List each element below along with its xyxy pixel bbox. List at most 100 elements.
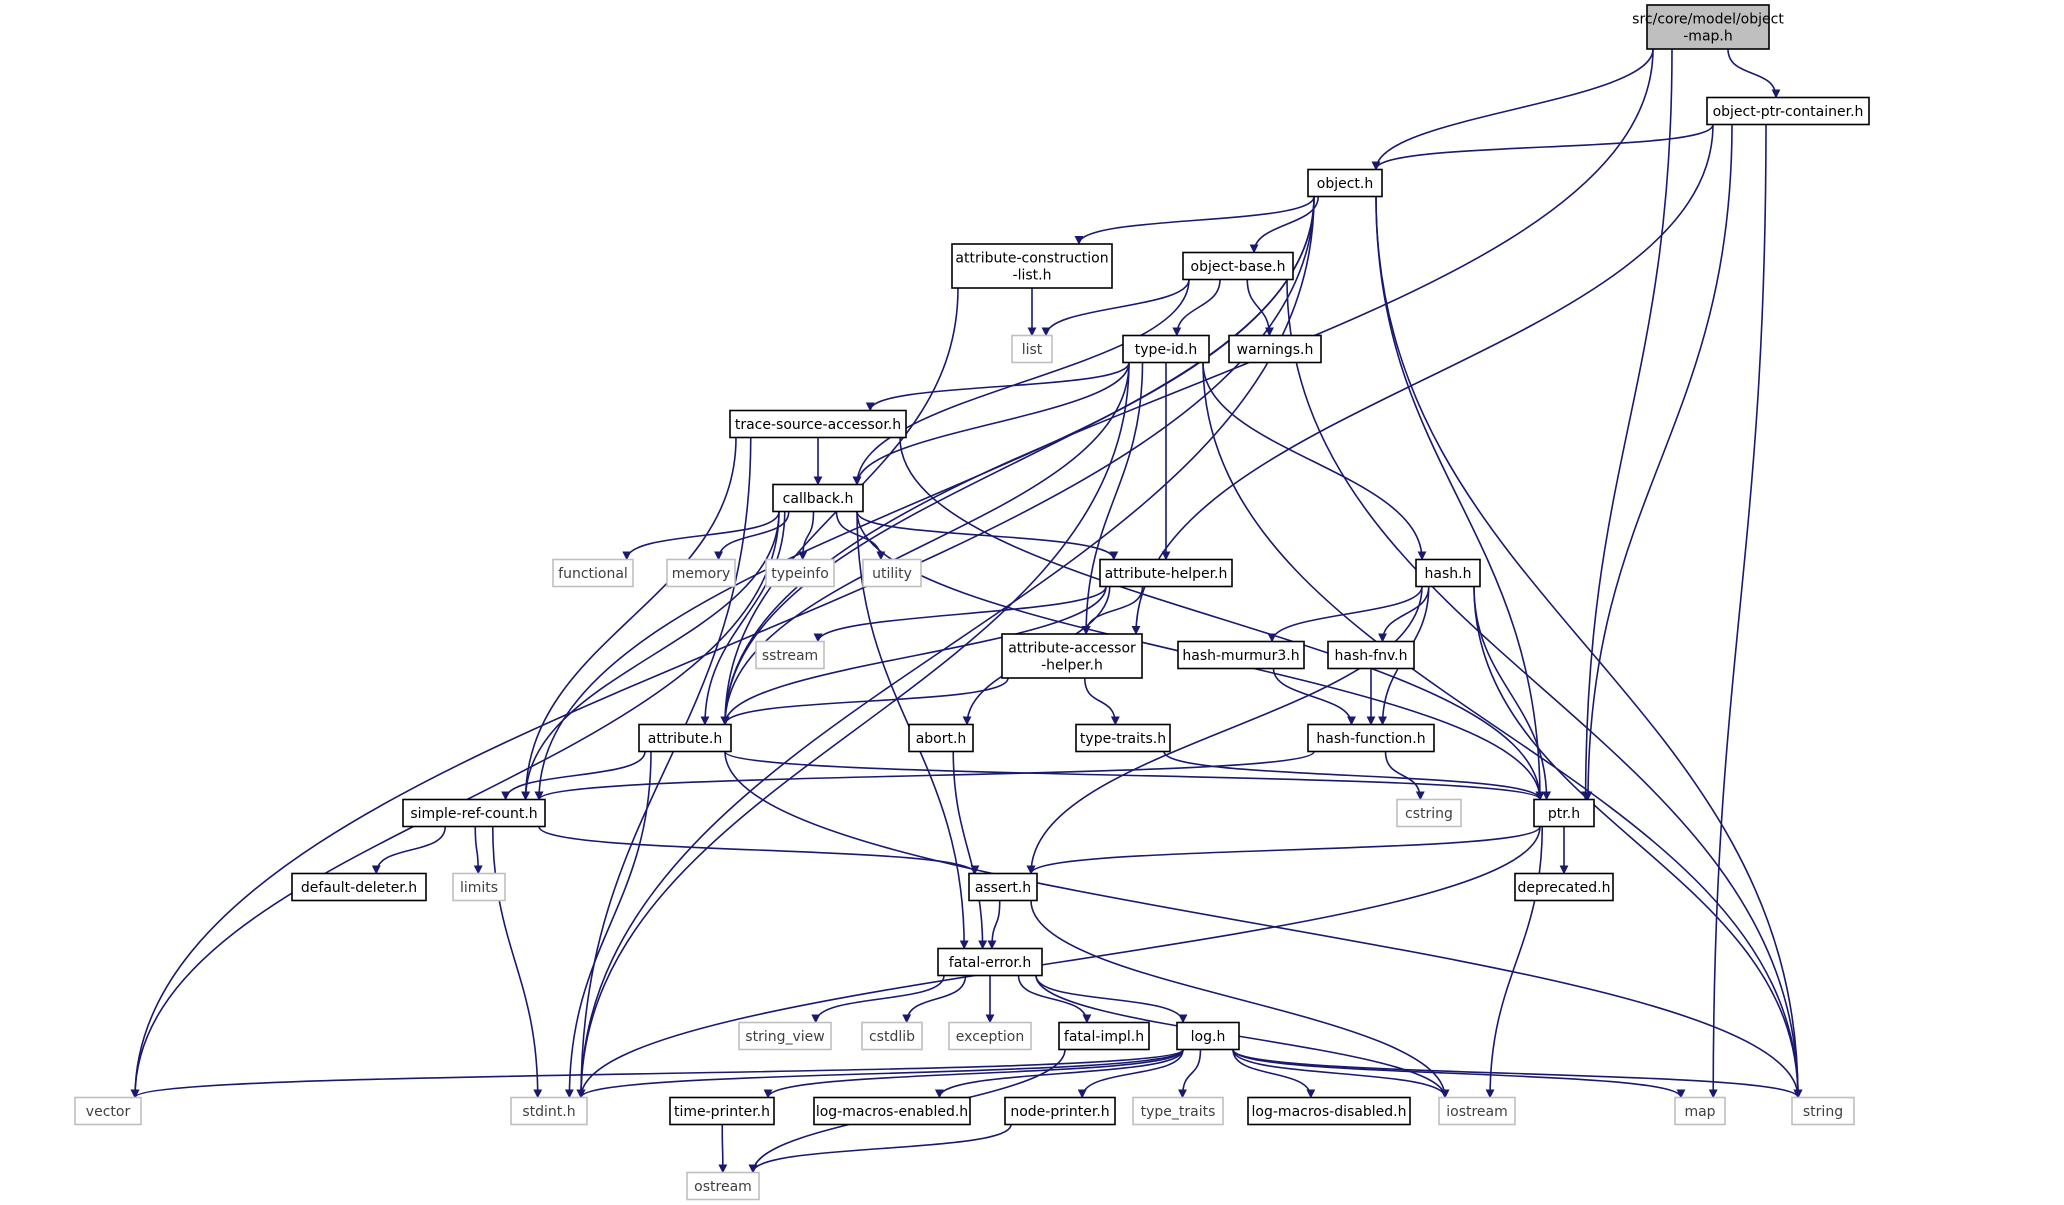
- include-edge: [899, 437, 1545, 801]
- header-node-assert[interactable]: assert.h: [968, 872, 1038, 902]
- node-label: map: [1684, 1104, 1715, 1120]
- include-edge: [622, 511, 780, 561]
- include-edge: [987, 900, 1001, 950]
- include-edge: [1378, 586, 1430, 643]
- header-node-ptr[interactable]: ptr.h: [1533, 798, 1595, 828]
- include-edge: [1473, 586, 1552, 801]
- header-node-trace-source-accessor[interactable]: trace-source-accessor.h: [729, 409, 907, 439]
- include-edge: [1267, 586, 1423, 643]
- include-edge: [724, 750, 1545, 801]
- node-label: assert.h: [975, 880, 1031, 896]
- include-edge: [538, 826, 980, 875]
- header-node-simple-ref-count[interactable]: simple-ref-count.h: [402, 798, 546, 828]
- include-edge: [902, 975, 967, 1024]
- node-box: [1177, 640, 1305, 670]
- node-label: cstring: [1405, 806, 1453, 822]
- header-node-object[interactable]: object.h: [1307, 168, 1383, 198]
- include-edge: [576, 437, 752, 1099]
- header-node-attribute-accessor-helper[interactable]: attribute-accessor-helper.h: [1001, 633, 1143, 679]
- node-label: hash.h: [1425, 566, 1472, 582]
- include-edge: [1286, 279, 1803, 1099]
- include-edge: [1473, 586, 1803, 1099]
- include-edge: [1375, 196, 1803, 1099]
- node-box: [1415, 558, 1481, 588]
- node-box: [74, 1096, 142, 1126]
- header-node-warnings[interactable]: warnings.h: [1228, 334, 1322, 364]
- node-label: cstdlib: [869, 1029, 915, 1045]
- header-node-default-deleter[interactable]: default-deleter.h: [291, 872, 427, 902]
- include-edge: [130, 1048, 1184, 1099]
- node-box: [862, 558, 922, 588]
- header-node-hash[interactable]: hash.h: [1415, 558, 1481, 588]
- header-node-string: string: [1791, 1096, 1855, 1126]
- include-edge: [1708, 124, 1767, 1099]
- node-box: [291, 872, 427, 902]
- include-edge: [1081, 586, 1144, 635]
- header-node-callback[interactable]: callback.h: [772, 483, 864, 513]
- header-node-object-map[interactable]: src/core/model/object-map.h: [1632, 4, 1784, 50]
- header-node-deprecated[interactable]: deprecated.h: [1514, 872, 1614, 902]
- header-node-object-base[interactable]: object-base.h: [1182, 251, 1294, 281]
- node-box: [729, 409, 907, 439]
- node-box: [452, 872, 506, 902]
- header-node-memory: memory: [666, 558, 736, 588]
- node-box: [948, 1021, 1032, 1051]
- node-label: attribute-helper.h: [1105, 566, 1228, 582]
- include-edge: [473, 826, 483, 875]
- header-node-ostream: ostream: [686, 1171, 760, 1201]
- node-label: string_view: [745, 1029, 824, 1045]
- node-label: -map.h: [1683, 29, 1732, 45]
- header-node-object-ptr-container[interactable]: object-ptr-container.h: [1706, 96, 1870, 126]
- node-label: default-deleter.h: [301, 880, 417, 896]
- include-edge: [1246, 279, 1274, 337]
- header-node-log[interactable]: log.h: [1176, 1021, 1240, 1051]
- include-edge: [720, 677, 1009, 726]
- include-edge: [720, 586, 1107, 726]
- include-edge: [865, 362, 1130, 412]
- include-edge: [813, 586, 1107, 643]
- node-box: [1182, 251, 1294, 281]
- node-label: fatal-error.h: [949, 955, 1031, 971]
- node-label: object-base.h: [1191, 259, 1286, 275]
- header-node-fatal-impl[interactable]: fatal-impl.h: [1058, 1021, 1150, 1051]
- include-edge: [720, 362, 1130, 726]
- include-edge: [1041, 279, 1190, 337]
- header-node-hash-fnv[interactable]: hash-fnv.h: [1327, 640, 1415, 670]
- header-node-log-macros-disabled[interactable]: log-macros-disabled.h: [1247, 1096, 1411, 1126]
- include-edge: [1083, 677, 1120, 726]
- node-box: [552, 558, 634, 588]
- include-edge: [1026, 826, 1541, 875]
- header-node-abort[interactable]: abort.h: [908, 723, 974, 753]
- include-edge: [1178, 1049, 1202, 1099]
- header-node-fatal-error[interactable]: fatal-error.h: [937, 947, 1043, 977]
- header-node-attribute-construction-list[interactable]: attribute-construction-list.h: [951, 243, 1113, 289]
- header-node-sstream: sstream: [755, 640, 825, 670]
- header-node-log-macros-enabled[interactable]: log-macros-enabled.h: [813, 1096, 971, 1126]
- header-node-vector: vector: [74, 1096, 142, 1126]
- header-node-node-printer[interactable]: node-printer.h: [1004, 1096, 1116, 1126]
- header-node-attribute[interactable]: attribute.h: [638, 723, 732, 753]
- include-edge: [1035, 975, 1450, 1099]
- header-node-type-id[interactable]: type-id.h: [1122, 334, 1210, 364]
- header-node-attribute-helper[interactable]: attribute-helper.h: [1099, 558, 1233, 588]
- header-node-type-traits-h[interactable]: type-traits.h: [1075, 723, 1171, 753]
- header-node-hash-murmur3[interactable]: hash-murmur3.h: [1177, 640, 1305, 670]
- include-edge: [1581, 48, 1673, 801]
- node-label: log.h: [1191, 1029, 1226, 1045]
- node-box: [1075, 723, 1171, 753]
- include-edge: [1081, 362, 1144, 635]
- include-edge: [1026, 586, 1423, 875]
- header-node-time-printer[interactable]: time-printer.h: [669, 1096, 775, 1126]
- include-edge: [576, 362, 1130, 1099]
- include-edge: [1232, 1049, 1686, 1099]
- include-edge: [1249, 196, 1320, 254]
- node-box: [951, 243, 1113, 289]
- include-edge: [1232, 1049, 1316, 1099]
- include-edge: [1035, 975, 1188, 1024]
- node-box: [772, 483, 864, 513]
- dependency-edges: [130, 48, 1803, 1174]
- include-edge: [371, 826, 447, 875]
- header-node-functional: functional: [552, 558, 634, 588]
- header-node-hash-function[interactable]: hash-function.h: [1307, 723, 1435, 753]
